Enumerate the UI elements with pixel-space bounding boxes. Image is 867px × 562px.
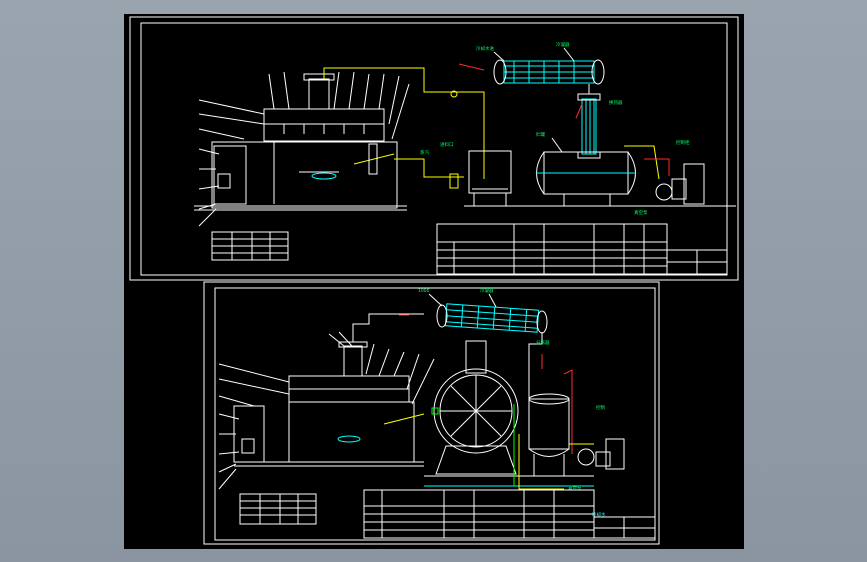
label-bottom-pump: 真空泵 [568,485,582,492]
label-condenser-tag: 冷却水进 [476,45,494,52]
bottom-main-vessel [218,331,435,490]
label-cooling-water: 冷却水 [592,511,606,518]
top-parts-table [211,231,289,261]
bottom-sheet-frame [214,287,656,541]
top-valve [450,90,458,98]
top-main-vessel [194,71,410,227]
top-heat-exchanger: 进料口 蒸汽 [420,141,736,207]
cad-canvas[interactable]: 进料口 蒸汽 冷却水进 冷凝器 [124,14,744,549]
bottom-condenser: 1000 冷凝器 [418,287,548,334]
bottom-title-block [363,489,656,539]
top-receiver-tank: 贮罐 [536,131,636,206]
top-vertical-exchanger: 换热器 [575,84,623,159]
top-pipe-vapor [323,67,485,179]
top-sheet-border [129,16,739,281]
label-bottom-condenser: 冷凝器 [480,287,494,294]
bottom-pipe-vapor [352,313,424,342]
top-sheet: 进料口 蒸汽 冷却水进 冷凝器 [129,16,739,281]
bottom-sheet-border [203,281,660,545]
label-bottom-control: 控制 [596,404,605,411]
cad-drawing: 进料口 蒸汽 冷却水进 冷凝器 [129,16,739,545]
top-title-block [436,223,728,275]
top-condenser: 冷却水进 冷凝器 [458,41,605,85]
label-inlet: 进料口 [440,141,454,148]
label-condenser: 冷凝器 [556,41,570,48]
bottom-sheet: 1000 冷凝器 分离器 控制 真空泵 冷却水 [203,281,660,545]
bottom-separator: 分离器 [513,332,570,490]
bottom-parts-table [239,493,317,525]
bottom-pump-group: 控制 真空泵 冷却水 [563,369,625,518]
label-pump: 真空泵 [634,209,648,216]
top-pump-group: 控制柜 真空泵 [624,139,705,216]
top-sheet-frame [140,22,728,276]
top-pipe-feed [394,158,464,178]
label-separator: 分离器 [536,339,550,346]
bottom-evaporator [424,340,594,487]
label-vapor: 蒸汽 [420,149,429,156]
label-bottom-condenser-tag: 1000 [418,288,430,294]
label-control-box: 控制柜 [676,139,690,146]
label-receiver: 贮罐 [536,131,545,138]
label-heat-exchanger: 换热器 [609,99,623,106]
